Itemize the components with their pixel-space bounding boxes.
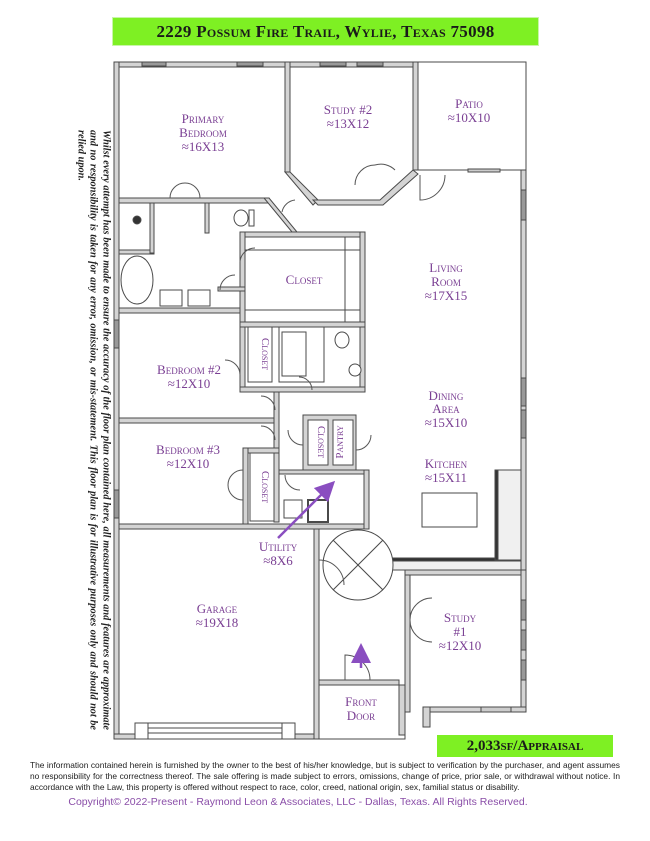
door-swings [169,163,446,681]
square-footage-text: 2,033sf/Appraisal [466,737,584,754]
study-1-size: ≈12X10 [439,638,482,653]
bathroom-fixtures [120,209,362,523]
living-room-label-1: Living [429,260,463,275]
copyright-notice: Copyright© 2022-Present - Raymond Leon &… [68,796,528,808]
living-room-label-2: Room [431,274,461,289]
legal-disclaimer: The information contained herein is furn… [30,760,620,792]
kitchen-label: Kitchen [425,456,468,471]
dining-area-label-1: Dining [429,388,464,403]
square-footage-badge: 2,033sf/Appraisal [437,735,613,757]
kitchen-island [421,492,478,528]
address-title: 2229 Possum Fire Trail, Wylie, Texas 750… [156,21,495,41]
dining-area-size: ≈15X10 [425,415,468,430]
bedroom-3-label: Bedroom #3 [156,442,220,457]
study-2-size: ≈13X12 [327,116,370,131]
entry-rotunda [322,529,394,601]
bedroom-3-size: ≈12X10 [167,456,210,471]
study-2-label: Study #2 [324,102,372,117]
bedroom-2-label: Bedroom #2 [157,362,221,377]
garage-door [134,722,296,740]
bedroom-2-size: ≈12X10 [168,376,211,391]
primary-bedroom-size: ≈16X13 [182,139,225,154]
interior-walls [118,61,522,740]
address-title-banner: 2229 Possum Fire Trail, Wylie, Texas 750… [112,17,539,46]
front-door-label-1: Front [345,694,377,709]
closet-shelves [245,237,360,322]
windows [113,61,527,713]
bedroom-3-closet-label: Closet [259,471,271,503]
dining-area-label-2: Area [432,401,460,416]
patio-label: Patio [455,96,483,111]
front-door-label-2: Door [347,708,375,723]
primary-bedroom-label-1: Primary [182,111,225,126]
patio-size: ≈10X10 [448,110,491,125]
primary-closet-label: Closet [286,272,323,287]
pantry-label: Pantry [334,425,346,458]
garage-label: Garage [197,601,238,616]
bedroom-2-closet-label: Closet [259,338,271,370]
label-arrows [277,480,371,668]
kitchen-size: ≈15X11 [425,470,467,485]
utility-size: ≈8X6 [263,553,293,568]
study-1-label-2: #1 [454,624,467,639]
utility-label: Utility [259,539,298,554]
garage-size: ≈19X18 [196,615,239,630]
primary-bedroom-label-2: Bedroom [179,125,227,140]
room-labels: Primary Bedroom ≈16X13 Study #2 ≈13X12 P… [156,96,490,723]
hall-closet-label: Closet [315,426,327,458]
study-1-label-1: Study [444,610,477,625]
living-room-size: ≈17X15 [425,288,468,303]
